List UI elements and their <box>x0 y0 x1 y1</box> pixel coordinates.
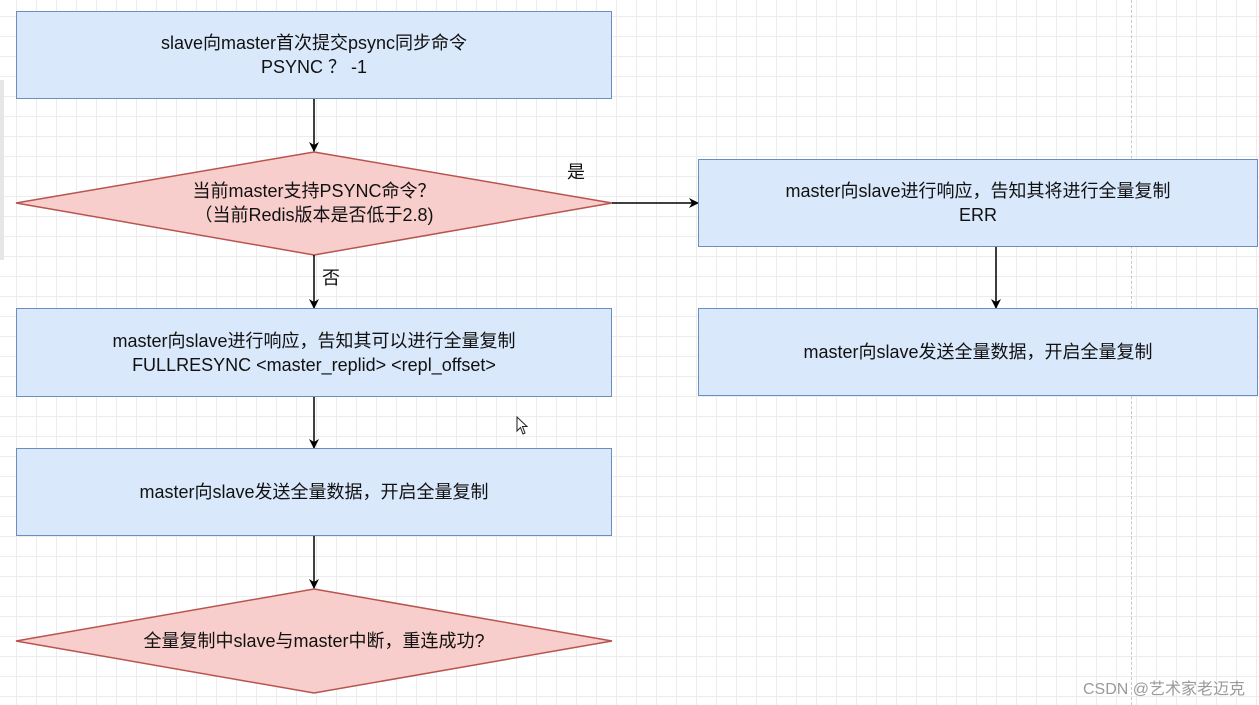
edge-label-no: 否 <box>322 268 340 288</box>
fullresync-reply-command: FULLRESYNC <master_replid> <repl_offset> <box>132 354 496 375</box>
err-reply-text: master向slave进行响应，告知其将进行全量复制 <box>785 181 1171 201</box>
send-full-data-left-box[interactable]: master向slave发送全量数据，开启全量复制 <box>16 448 612 536</box>
mouse-cursor-icon <box>516 416 529 435</box>
send-full-data-right-text: master向slave发送全量数据，开启全量复制 <box>803 342 1153 362</box>
fullresync-reply-box[interactable]: master向slave进行响应，告知其可以进行全量复制 FULLRESYNC … <box>16 308 612 397</box>
err-reply-box[interactable]: master向slave进行响应，告知其将进行全量复制 ERR <box>698 159 1258 247</box>
psync-support-note: （当前Redis版本是否低于2.8) <box>194 205 434 225</box>
left-panel-edge <box>0 80 4 260</box>
fullresync-reply-text: master向slave进行响应，告知其可以进行全量复制 <box>112 330 516 351</box>
psync-request-text: slave向master首次提交psync同步命令 <box>160 33 468 53</box>
edge-label-yes: 是 <box>567 162 585 182</box>
psync-support-question: 当前master支持PSYNC命令？ <box>192 181 436 201</box>
reconnect-decision-shape[interactable] <box>15 588 613 694</box>
reconnect-question: 全量复制中slave与master中断，重连成功? <box>143 631 485 651</box>
psync-support-decision-label: 当前master支持PSYNC命令？ （当前Redis版本是否低于2.8) <box>120 172 508 234</box>
psync-request-command: PSYNC ？ -1 <box>260 57 368 77</box>
psync-request-box[interactable]: slave向master首次提交psync同步命令 PSYNC ？ -1 <box>16 11 612 99</box>
watermark: CSDN @艺术家老迈克 <box>1082 681 1245 698</box>
reconnect-decision-label: 全量复制中slave与master中断，重连成功? <box>100 620 528 662</box>
send-full-data-right-box[interactable]: master向slave发送全量数据，开启全量复制 <box>698 308 1258 396</box>
send-full-data-left-text: master向slave发送全量数据，开启全量复制 <box>139 482 489 502</box>
err-reply-command: ERR <box>958 205 997 225</box>
